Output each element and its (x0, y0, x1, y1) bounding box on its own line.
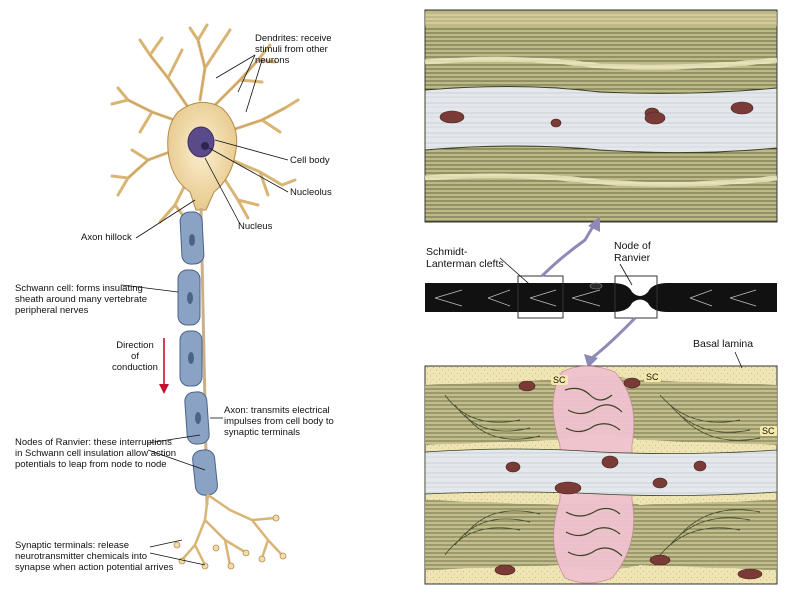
label-synaptic-terminals: Synaptic terminals: release neurotransmi… (15, 540, 174, 573)
mitochondria-top (439, 101, 754, 128)
myelin-segments (177, 211, 218, 496)
label-nodes-of-ranvier: Nodes of Ranvier: these interruptions in… (15, 437, 177, 470)
myelin-detail-top (424, 9, 778, 223)
leader-lines (121, 54, 289, 566)
dendrite-edges (127, 39, 286, 179)
schmidt-lanterman-box (517, 275, 564, 319)
axon (177, 207, 218, 506)
myelinated-axon-strip (425, 216, 777, 368)
label-schmidt-lanterman: Schmidt- Lanterman clefts (426, 246, 504, 270)
label-basal-lamina: Basal lamina (693, 338, 754, 350)
label-axon: Axon: transmits electrical impulses from… (224, 405, 334, 438)
label-dendrites: Dendrites: receive stimuli from other ne… (255, 33, 332, 66)
label-cell-body: Cell body (290, 155, 330, 166)
label-sc-1: SC (551, 375, 568, 385)
nucleus-shape (187, 126, 215, 158)
node-box (614, 275, 658, 319)
label-axon-hillock: Axon hillock (81, 232, 132, 243)
label-node-of-ranvier: Node of Ranvier (614, 240, 651, 264)
schwann-nuclei (187, 234, 201, 424)
synaptic-terminals (180, 493, 284, 567)
label-nucleus: Nucleus (238, 221, 273, 232)
node-detail-bottom (424, 351, 778, 585)
label-nucleolus: Nucleolus (290, 187, 332, 198)
label-schwann-cell: Schwann cell: forms insulating sheath ar… (15, 283, 148, 316)
mitochondria-bottom (494, 377, 763, 580)
direction-arrow (159, 338, 169, 394)
label-sc-2: SC (644, 372, 661, 382)
label-direction-of-conduction: Direction of conduction (112, 340, 158, 373)
top-axoplasm (424, 85, 778, 154)
nucleolus-shape (201, 142, 209, 150)
terminal-buttons (173, 514, 287, 570)
neuron (110, 23, 300, 570)
label-sc-3: SC (760, 426, 777, 436)
